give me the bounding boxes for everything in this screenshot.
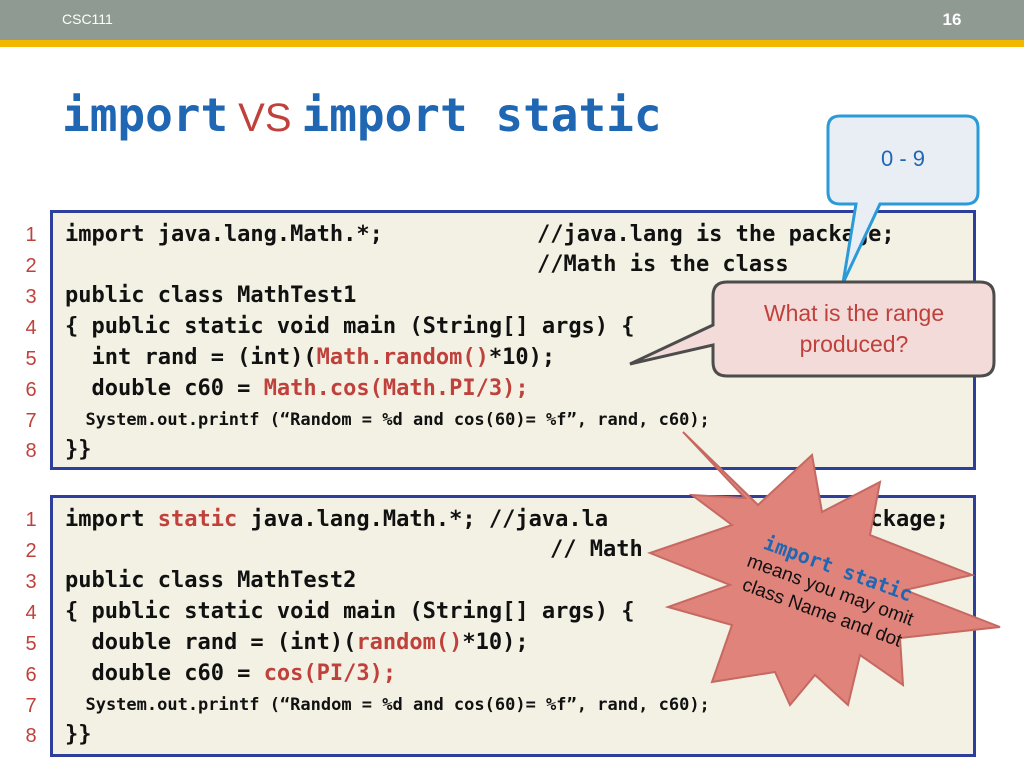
line-number: 8 [25,725,37,747]
code-line-3: public class MathTest1 [65,283,357,308]
code-comment-2: //Math is the class [537,252,789,277]
line-number: 2 [25,540,37,562]
line-number: 6 [25,664,37,686]
code-line-6: double c60 = Math.cos(Math.PI/3); [65,376,529,401]
code-line-8: }} [65,722,92,747]
question-callout: What is the range produced? [716,298,992,360]
answer-callout: 0 - 9 [880,146,926,171]
line-number: 8 [25,440,37,462]
code-line-8: }} [65,437,92,462]
code-line-5: double rand = (int)(random()*10); [65,630,529,655]
line-number: 5 [25,348,37,370]
line-number: 3 [25,571,37,593]
line-number: 1 [25,509,37,531]
title-import-static: import static [301,88,662,142]
line-number: 4 [25,602,37,624]
line-number: 5 [25,633,37,655]
code-comment-1: //java.lang is the package; [537,222,895,247]
line-number: 6 [25,379,37,401]
question-line-2: produced? [799,331,909,357]
page-number: 16 [942,10,962,29]
title-vs: VS [238,96,292,140]
code-line-6: double c60 = cos(PI/3); [65,661,397,686]
line-number: 1 [25,224,37,246]
title-import: import [62,88,229,142]
question-line-1: What is the range [763,300,945,326]
code-line-7: System.out.printf (“Random = %d and cos(… [65,410,710,430]
line-number: 2 [25,255,37,277]
line-number: 7 [25,410,37,432]
code-line-1-tail: package; [843,507,949,532]
header-bar [0,0,1024,40]
course-label: CSC111 [62,11,113,27]
code-line-4: { public static void main (String[] args… [65,314,635,339]
line-number: 3 [25,286,37,308]
code-comment-2: // Math [550,537,643,562]
code-line-4: { public static void main (String[] args… [65,599,635,624]
code-line-1: import java.lang.Math.*; [65,222,383,247]
code-line-1: import static java.lang.Math.*; //java.l… [65,507,609,532]
line-number: 7 [25,695,37,717]
code-line-5: int rand = (int)(Math.random()*10); [65,345,556,370]
line-number: 4 [25,317,37,339]
code-line-3: public class MathTest2 [65,568,357,593]
code-line-7: System.out.printf (“Random = %d and cos(… [65,695,710,715]
header-stripe [0,40,1024,47]
